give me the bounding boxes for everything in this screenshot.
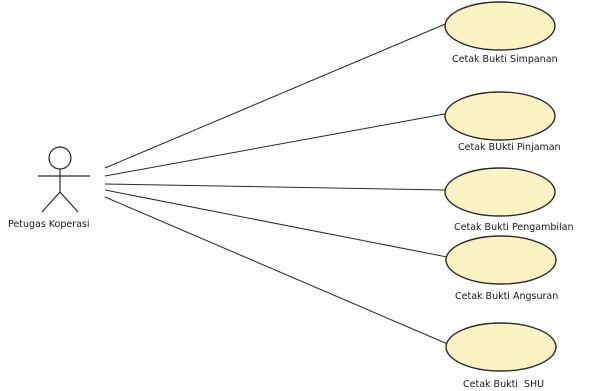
actor-label: Petugas Koperasi: [8, 219, 90, 230]
use-case-label-simpanan: Cetak Bukti Simpanan: [452, 54, 558, 65]
associations: [104, 21, 451, 346]
use-case-cetak-bukti-angsuran: Cetak Bukti Angsuran: [445, 235, 558, 302]
association-line-shu: [104, 196, 451, 346]
use-case-ellipse-angsuran: [445, 235, 557, 285]
use-case-label-shu: Cetak Bukti SHU: [463, 379, 544, 390]
use-case-cetak-bukti-pengambilan: Cetak Bukti Pengambilan: [444, 167, 573, 233]
use-case-label-pinjaman: Cetak BUkti Pinjaman: [458, 142, 561, 153]
use-case-ellipse-pengambilan: [444, 167, 556, 217]
actor-head: [48, 146, 72, 170]
use-case-label-angsuran: Cetak Bukti Angsuran: [455, 291, 558, 302]
use-case-cetak-bukti-pinjaman: Cetak BUkti Pinjaman: [444, 91, 561, 153]
use-case-cetak-bukti-shu: Cetak Bukti SHU: [445, 322, 557, 390]
use-case-cetak-bukti-simpanan: Cetak Bukti Simpanan: [444, 1, 558, 65]
association-line-pinjaman: [104, 112, 451, 177]
use-case-ellipse-shu: [445, 322, 557, 372]
actor-left-leg: [41, 191, 61, 213]
use-case-ellipse-pinjaman: [444, 91, 556, 141]
actor-right-leg: [59, 191, 79, 213]
actor-petugas-koperasi: Petugas Koperasi: [8, 146, 90, 230]
association-line-angsuran: [104, 189, 448, 258]
use-case-ellipse-simpanan: [444, 1, 556, 51]
association-line-pengambilan: [104, 183, 446, 191]
use-case-label-pengambilan: Cetak Bukti Pengambilan: [454, 222, 573, 233]
association-line-simpanan: [104, 21, 451, 169]
